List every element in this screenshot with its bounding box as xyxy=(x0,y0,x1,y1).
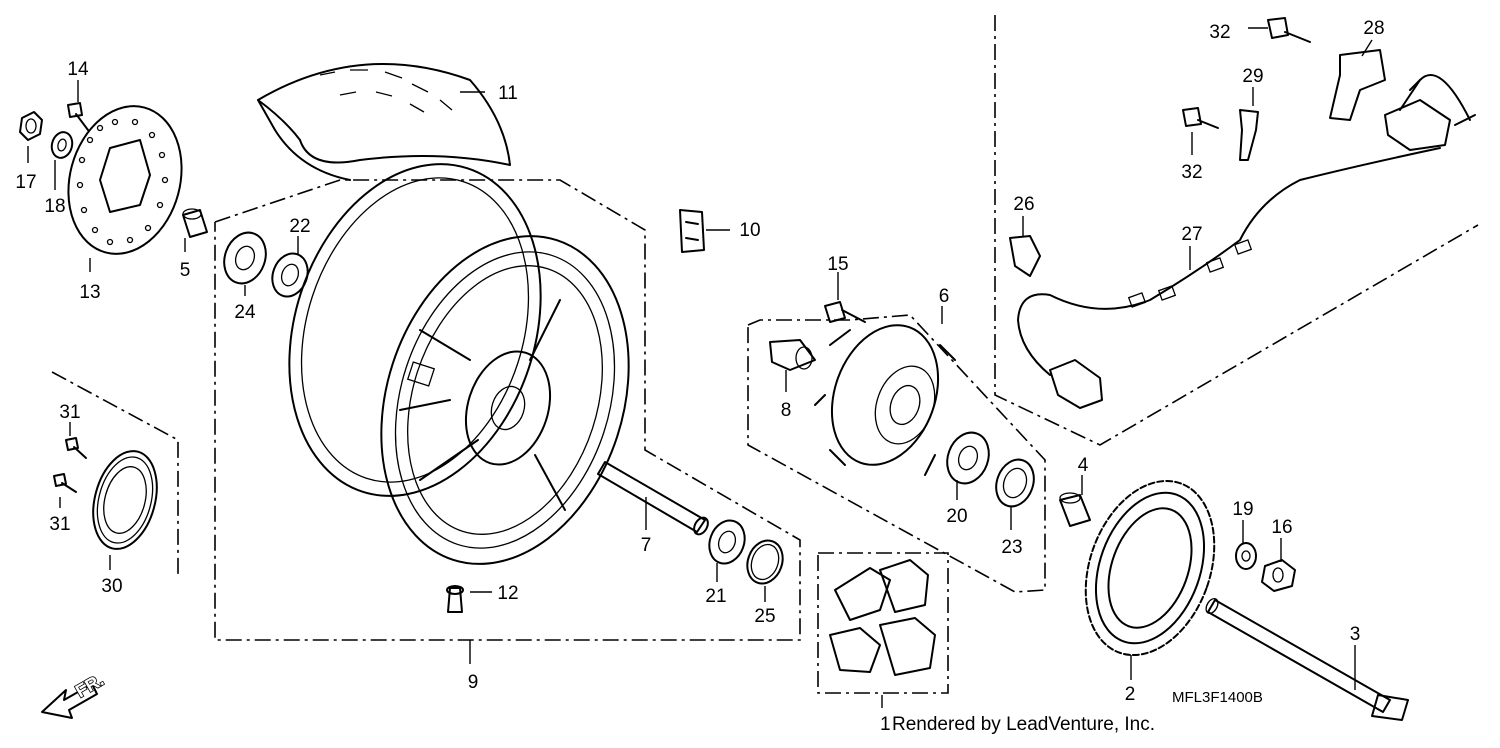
bearing-20 xyxy=(946,431,990,485)
callout-31-lower: 31 xyxy=(49,514,70,535)
callout-3: 3 xyxy=(1350,624,1361,645)
final-driven-sprocket xyxy=(1084,479,1216,657)
callout-1: 1 xyxy=(880,714,891,735)
sprocket-washer xyxy=(1235,542,1257,570)
callout-31-upper: 31 xyxy=(59,402,80,423)
callout-32-upper: 32 xyxy=(1209,22,1230,43)
group-outline-hub xyxy=(747,314,1046,593)
callout-8: 8 xyxy=(781,400,792,421)
callout-14: 14 xyxy=(67,59,89,80)
callout-13: 13 xyxy=(79,282,100,303)
drawing-code: MFL3F1400B xyxy=(1172,689,1263,706)
group-outline-abs-sensor xyxy=(994,15,1479,446)
bearing-21 xyxy=(708,519,746,565)
bearing-24 xyxy=(223,231,267,285)
group-outline-pulser xyxy=(51,371,179,575)
damper-rubbers xyxy=(829,559,936,676)
callout-22: 22 xyxy=(289,216,310,237)
group-outline-dampers xyxy=(817,552,949,694)
sensor-cable xyxy=(1017,74,1471,409)
callout-28: 28 xyxy=(1363,18,1384,39)
callout-9: 9 xyxy=(468,672,479,693)
group-outline-wheel xyxy=(214,179,801,641)
balance-clip xyxy=(679,209,705,253)
sprocket-nut xyxy=(1261,559,1296,592)
callout-30: 30 xyxy=(101,576,122,597)
driven-flange xyxy=(814,324,956,476)
pulser-bolt-upper xyxy=(65,437,87,459)
sensor-clamp xyxy=(1239,109,1259,161)
sensor-head xyxy=(1384,79,1476,151)
callout-23: 23 xyxy=(1001,537,1022,558)
callout-10: 10 xyxy=(739,220,760,241)
oil-seal-25 xyxy=(746,539,784,585)
brake-disc xyxy=(67,105,183,255)
callout-15: 15 xyxy=(827,254,848,275)
callout-16: 16 xyxy=(1271,517,1292,538)
callout-26: 26 xyxy=(1013,194,1034,215)
callout-32-lower: 32 xyxy=(1181,162,1202,183)
front-direction-arrow: FR. xyxy=(41,669,108,719)
sprocket-collar xyxy=(1059,492,1091,527)
callout-27: 27 xyxy=(1181,224,1202,245)
callout-29: 29 xyxy=(1242,66,1263,87)
sensor-bracket xyxy=(1329,49,1386,121)
disc-nut xyxy=(19,111,43,141)
callout-18: 18 xyxy=(44,196,65,217)
callout-24: 24 xyxy=(234,302,256,323)
bearing-22 xyxy=(271,252,309,298)
valve-stem xyxy=(446,585,464,613)
distance-collar xyxy=(597,461,709,536)
oil-seal-23 xyxy=(995,458,1035,508)
callout-6: 6 xyxy=(939,286,950,307)
callout-21: 21 xyxy=(705,586,726,607)
callout-7: 7 xyxy=(641,535,652,556)
credit-line: Rendered by LeadVenture, Inc. xyxy=(892,714,1155,735)
wheel-rim xyxy=(288,163,630,565)
callout-20: 20 xyxy=(946,506,967,527)
tire xyxy=(257,63,511,181)
callouts: 14 17 18 13 5 24 22 11 10 15 6 8 12 7 21… xyxy=(15,18,1384,705)
cable-clip xyxy=(1009,235,1041,277)
sensor-bolt-lower xyxy=(1182,107,1219,129)
flange-bolt-15 xyxy=(824,301,866,323)
callout-11: 11 xyxy=(498,83,518,104)
pulser-bolt-lower xyxy=(53,473,77,493)
side-collar xyxy=(182,208,208,238)
callout-12: 12 xyxy=(497,583,518,604)
disc-washer xyxy=(50,131,74,159)
flange-bolt-8 xyxy=(769,339,816,371)
callout-17: 17 xyxy=(15,172,36,193)
leader-lines xyxy=(27,27,1373,708)
rear-axle xyxy=(1205,597,1409,721)
callout-4: 4 xyxy=(1078,455,1089,476)
callout-2: 2 xyxy=(1125,684,1136,705)
disc-bolt xyxy=(67,102,89,131)
sensor-bolt-upper xyxy=(1267,17,1311,43)
callout-5: 5 xyxy=(180,260,191,281)
callout-19: 19 xyxy=(1232,499,1253,520)
callout-25: 25 xyxy=(754,606,775,627)
pulser-ring xyxy=(92,450,158,550)
